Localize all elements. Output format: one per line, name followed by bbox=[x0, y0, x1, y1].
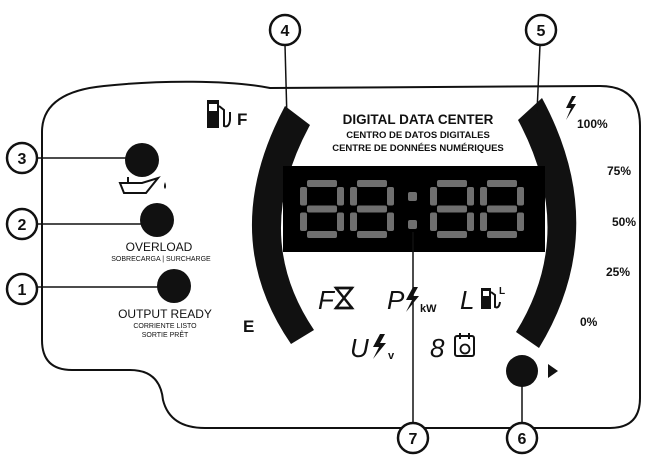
overload-sublabel: SOBRECARGA | SURCHARGE bbox=[111, 256, 211, 263]
mode-p-letter: P bbox=[387, 285, 405, 315]
play-arrow-icon bbox=[548, 364, 558, 378]
mode-v-unit: v bbox=[388, 350, 395, 362]
lcd-digit-1-seg-f bbox=[350, 187, 357, 206]
overload-label: OVERLOAD bbox=[126, 240, 193, 254]
lcd-digit-2-seg-d bbox=[437, 231, 467, 238]
mode-l-superscript: L bbox=[499, 286, 505, 297]
lcd-colon-lower-dot bbox=[408, 220, 417, 229]
mode-u-letter: U bbox=[350, 333, 369, 363]
panel-outline bbox=[41, 80, 641, 429]
svg-text:7: 7 bbox=[409, 431, 418, 448]
lcd-digit-0-seg-b bbox=[337, 187, 344, 206]
lcd-digit-0-seg-c bbox=[337, 212, 344, 231]
callout-7: 7 bbox=[396, 421, 430, 455]
power-tick-50: 50% bbox=[612, 215, 636, 229]
title-english: DIGITAL DATA CENTER bbox=[343, 112, 494, 127]
svg-text:6: 6 bbox=[518, 431, 527, 448]
lcd-digit-0-seg-g bbox=[307, 205, 337, 213]
lcd-digit-0-seg-e bbox=[300, 212, 307, 231]
lcd-digit-2-seg-f bbox=[430, 187, 437, 206]
voltage-lightning-icon bbox=[373, 334, 386, 359]
maintenance-calendar-icon bbox=[454, 333, 475, 357]
lcd-digit-2-seg-c bbox=[467, 212, 474, 231]
lcd-digit-3-seg-e bbox=[480, 212, 487, 231]
svg-text:1: 1 bbox=[18, 282, 27, 299]
lcd-digit-3-seg-g bbox=[487, 205, 517, 213]
callout-leaders bbox=[38, 44, 541, 424]
power-tick-75: 75% bbox=[607, 164, 631, 178]
lcd-digit-0-seg-a bbox=[307, 180, 337, 187]
output-ready-sublabel-es: CORRIENTE LISTO bbox=[133, 323, 197, 330]
display-button[interactable] bbox=[506, 355, 538, 387]
output-ready-label: OUTPUT READY bbox=[118, 307, 212, 321]
mode-kw-unit: kW bbox=[420, 303, 437, 315]
lcd-digit-3-seg-a bbox=[487, 180, 517, 187]
mode-l-letter: L bbox=[460, 285, 474, 315]
lcd-digit-1-seg-g bbox=[357, 205, 387, 213]
callout-5: 5 bbox=[524, 13, 558, 47]
svg-text:5: 5 bbox=[537, 23, 546, 40]
lightning-icon bbox=[566, 96, 576, 120]
svg-text:4: 4 bbox=[281, 23, 290, 40]
callout-1: 1 bbox=[5, 272, 39, 306]
svg-text:2: 2 bbox=[18, 217, 27, 234]
power-tick-100: 100% bbox=[577, 117, 608, 131]
lcd-digit-1-seg-b bbox=[387, 187, 394, 206]
overload-lamp bbox=[140, 203, 174, 237]
title-french: CENTRE DE DONNÉES NUMÉRIQUES bbox=[332, 143, 504, 154]
hourglass-icon bbox=[333, 286, 355, 310]
lcd-digit-3-seg-d bbox=[487, 231, 517, 238]
fuel-full-label: F bbox=[237, 110, 247, 129]
fuel-pump-icon bbox=[207, 100, 231, 128]
power-gauge-arc bbox=[516, 98, 577, 348]
lcd-digit-3-seg-b bbox=[517, 187, 524, 206]
callout-6: 6 bbox=[505, 421, 539, 455]
lcd-digit-3-seg-f bbox=[480, 187, 487, 206]
output-ready-sublabel-fr: SORTIE PRÊT bbox=[142, 330, 189, 339]
lcd-digit-1-seg-c bbox=[387, 212, 394, 231]
lcd-digit-3-seg-c bbox=[517, 212, 524, 231]
lcd-digit-2-seg-e bbox=[430, 212, 437, 231]
output-ready-lamp bbox=[157, 269, 191, 303]
callout-2: 2 bbox=[5, 207, 39, 241]
lcd-colon-upper-dot bbox=[408, 192, 417, 201]
lcd-digit-0-seg-f bbox=[300, 187, 307, 206]
lcd-digit-2-seg-b bbox=[467, 187, 474, 206]
lcd-digit-1-seg-a bbox=[357, 180, 387, 187]
fuel-gauge-arc bbox=[251, 106, 314, 344]
mode-fuel-pump-icon bbox=[481, 288, 501, 309]
power-tick-0: 0% bbox=[580, 315, 598, 329]
title-spanish: CENTRO DE DATOS DIGITALES bbox=[346, 130, 490, 141]
lcd-digit-0-seg-d bbox=[307, 231, 337, 238]
lcd-digit-2-seg-a bbox=[437, 180, 467, 187]
callout-4: 4 bbox=[268, 13, 302, 47]
lcd-digit-1-seg-d bbox=[357, 231, 387, 238]
oil-can-icon bbox=[118, 176, 166, 194]
lcd-digit-2-seg-g bbox=[437, 205, 467, 213]
svg-text:3: 3 bbox=[18, 151, 27, 168]
lcd-digits bbox=[300, 180, 524, 238]
mode-8-digit: 8 bbox=[430, 333, 445, 363]
lcd-digit-1-seg-e bbox=[350, 212, 357, 231]
mode-f-letter: F bbox=[318, 285, 336, 315]
power-tick-25: 25% bbox=[606, 265, 630, 279]
fuel-empty-label: E bbox=[243, 317, 254, 336]
low-oil-lamp bbox=[125, 143, 159, 177]
callout-3: 3 bbox=[5, 141, 39, 175]
